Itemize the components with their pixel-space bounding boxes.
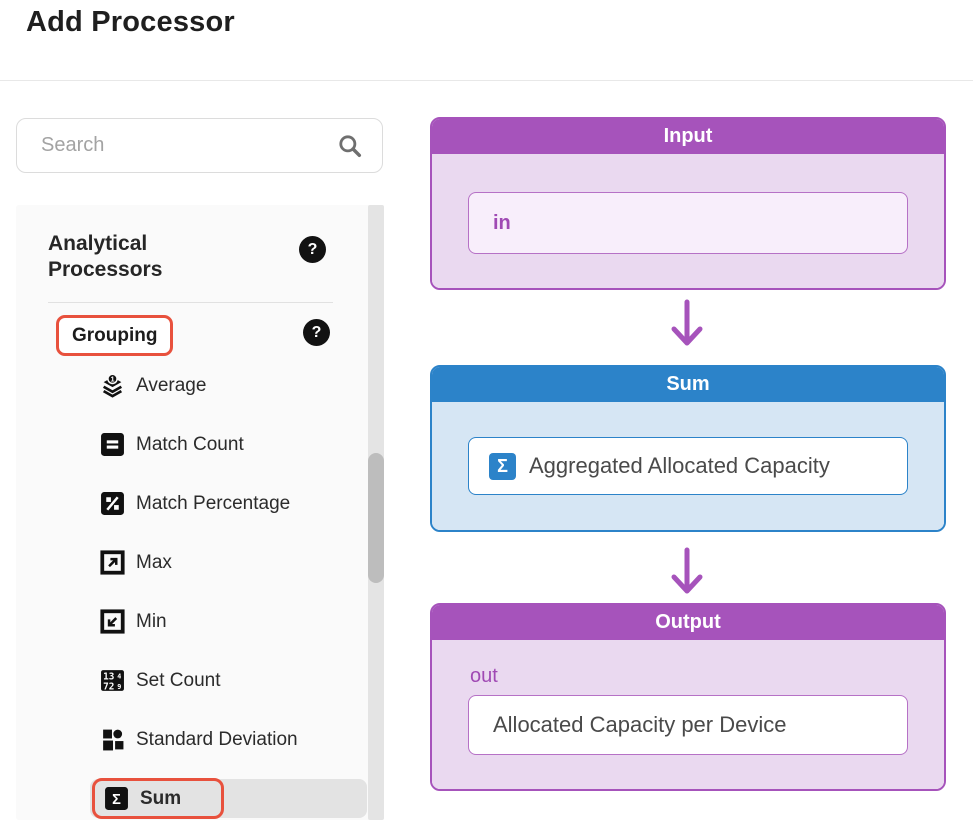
output-card-title: Output	[432, 605, 944, 640]
output-card: Output out Allocated Capacity per Device	[430, 603, 946, 791]
output-port-label: out	[470, 665, 498, 687]
aggregation-chip[interactable]: Σ Aggregated Allocated Capacity	[468, 437, 908, 495]
divider	[48, 302, 333, 303]
scrollbar-track[interactable]	[368, 205, 384, 820]
svg-text:9: 9	[117, 683, 121, 691]
set-count-icon: 13 4 72 9	[101, 670, 124, 692]
average-icon: 1	[102, 373, 123, 398]
processor-item-label: Average	[136, 374, 207, 396]
sum-icon: Σ	[105, 787, 128, 810]
svg-text:4: 4	[117, 672, 121, 680]
match-percentage-icon	[101, 492, 124, 515]
search-box[interactable]	[16, 118, 383, 173]
max-icon	[100, 550, 125, 575]
processor-item-label: Max	[136, 551, 172, 573]
processor-item-match-count[interactable]: Match Count	[16, 415, 384, 474]
annotation-box-grouping: Grouping	[56, 315, 174, 356]
page-title: Add Processor	[26, 6, 235, 38]
sum-card-body: Σ Aggregated Allocated Capacity	[432, 402, 944, 530]
processor-item-min[interactable]: Min	[16, 592, 384, 651]
selected-row-highlight	[90, 779, 367, 818]
help-icon[interactable]: ?	[303, 319, 330, 346]
arrow-down-icon	[671, 547, 703, 594]
processor-list: 1 Average Match Count Ma	[16, 356, 384, 828]
input-card-body: in	[432, 154, 944, 288]
header-divider	[0, 80, 973, 81]
processor-item-label: Min	[136, 610, 167, 632]
processor-item-sum[interactable]: Σ Sum	[16, 769, 384, 828]
annotation-box-sum: Σ Sum	[92, 778, 225, 819]
sum-card-title: Sum	[432, 367, 944, 402]
section-title: Analytical Processors	[48, 232, 163, 281]
processor-item-label: Standard Deviation	[136, 728, 298, 750]
processor-item-max[interactable]: Max	[16, 533, 384, 592]
sigma-icon: Σ	[489, 452, 516, 480]
input-card-title: Input	[432, 119, 944, 154]
arrow-down-icon	[671, 299, 703, 346]
processor-item-match-percentage[interactable]: Match Percentage	[16, 474, 384, 533]
processor-item-average[interactable]: 1 Average	[16, 356, 384, 415]
search-input[interactable]	[17, 133, 337, 158]
sum-card: Sum Σ Aggregated Allocated Capacity	[430, 365, 946, 532]
processor-item-label: Sum	[140, 787, 182, 809]
help-icon[interactable]: ?	[299, 236, 326, 263]
search-icon	[339, 134, 362, 157]
scrollbar-thumb[interactable]	[368, 453, 384, 583]
input-port-field[interactable]: in	[468, 192, 908, 254]
output-name-field[interactable]: Allocated Capacity per Device	[468, 695, 908, 755]
min-icon	[100, 609, 125, 634]
standard-deviation-icon	[103, 729, 124, 751]
output-card-body: out Allocated Capacity per Device	[432, 640, 944, 789]
svg-text:13: 13	[103, 671, 115, 682]
processor-item-label: Set Count	[136, 669, 221, 691]
processor-item-standard-deviation[interactable]: Standard Deviation	[16, 710, 384, 769]
svg-text:1: 1	[110, 375, 114, 384]
aggregation-chip-label: Aggregated Allocated Capacity	[529, 453, 830, 478]
input-card: Input in	[430, 117, 946, 290]
processor-item-label: Match Percentage	[136, 492, 291, 514]
processor-sidebar: Analytical Processors ? Grouping ? 1 Ave…	[16, 205, 384, 820]
match-count-icon	[101, 433, 124, 456]
processor-item-set-count[interactable]: 13 4 72 9 Set Count	[16, 651, 384, 710]
svg-text:Σ: Σ	[112, 792, 121, 808]
processor-flow-preview: Input in Sum Σ Aggregated Allocated Capa…	[430, 0, 946, 833]
processor-item-label: Match Count	[136, 433, 244, 455]
svg-text:72: 72	[103, 681, 114, 692]
category-grouping[interactable]: Grouping	[72, 324, 158, 346]
